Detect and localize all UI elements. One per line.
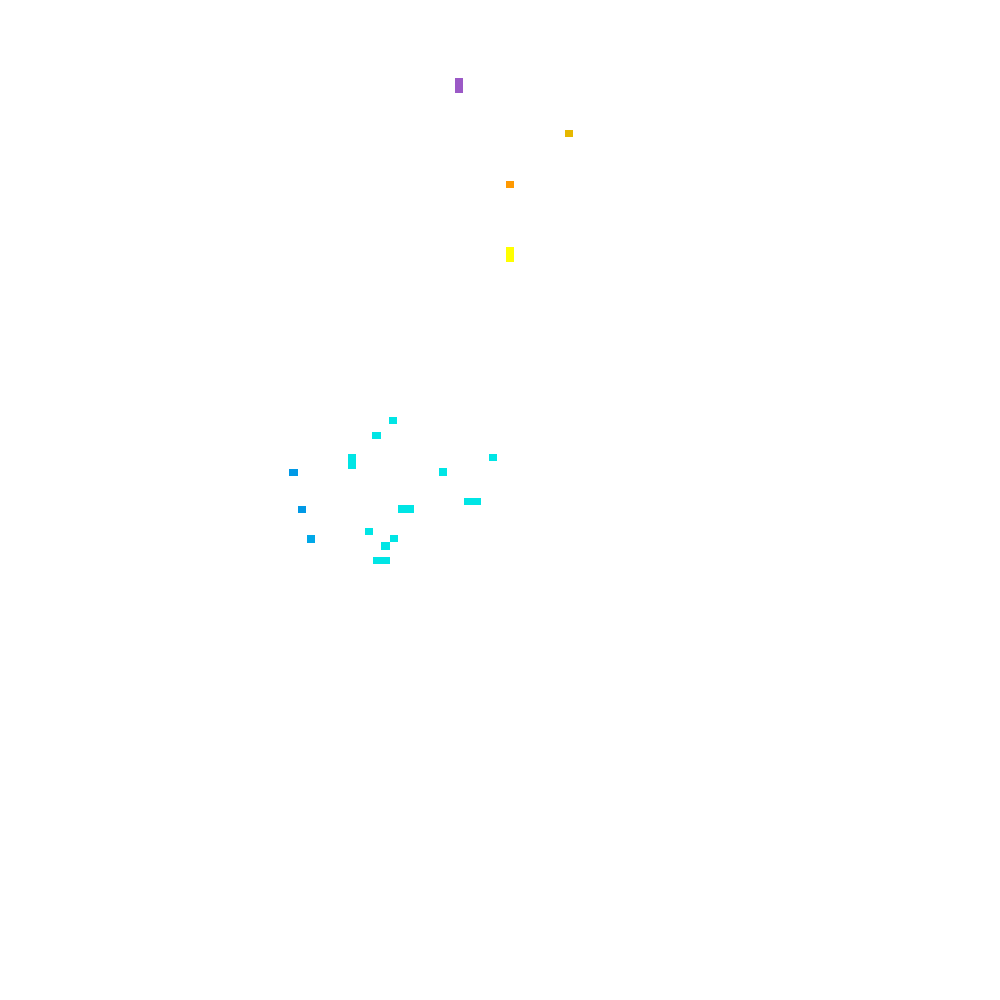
cyan-cell	[373, 557, 390, 564]
cyan-cell	[365, 528, 373, 535]
cyan-cell	[439, 468, 447, 476]
gold-cell	[565, 130, 573, 137]
blue-cell	[307, 535, 315, 543]
blue-cell	[298, 506, 306, 513]
blue-cell	[289, 469, 298, 476]
orange-cell	[506, 181, 514, 188]
cyan-cell	[390, 535, 398, 542]
cyan-cell	[398, 505, 414, 513]
cyan-cell	[389, 417, 397, 424]
cyan-cell	[381, 542, 390, 550]
cyan-cell	[348, 454, 356, 469]
cyan-cell	[464, 498, 481, 505]
purple-cell	[455, 78, 463, 93]
cyan-cell	[372, 432, 381, 439]
yellow-cell	[506, 247, 514, 262]
cyan-cell	[489, 454, 497, 461]
